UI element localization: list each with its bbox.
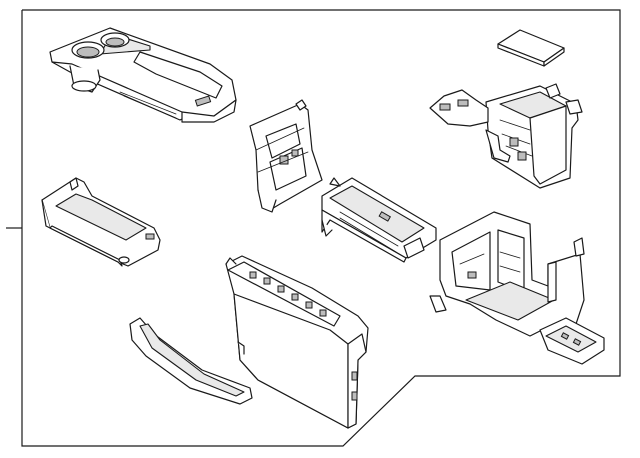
diagram-frame — [6, 9, 621, 447]
storage-tray-part[interactable] — [321, 177, 437, 263]
lid-pad-part[interactable] — [497, 29, 565, 67]
support-frame-part[interactable] — [429, 211, 605, 365]
console-base-part[interactable] — [225, 255, 369, 429]
side-trim-part[interactable] — [129, 317, 253, 405]
side-tray-part[interactable] — [41, 177, 161, 267]
storage-bin-part[interactable] — [429, 83, 583, 189]
armrest-lid-part[interactable] — [49, 27, 237, 123]
mounting-bracket-part[interactable] — [249, 99, 323, 213]
